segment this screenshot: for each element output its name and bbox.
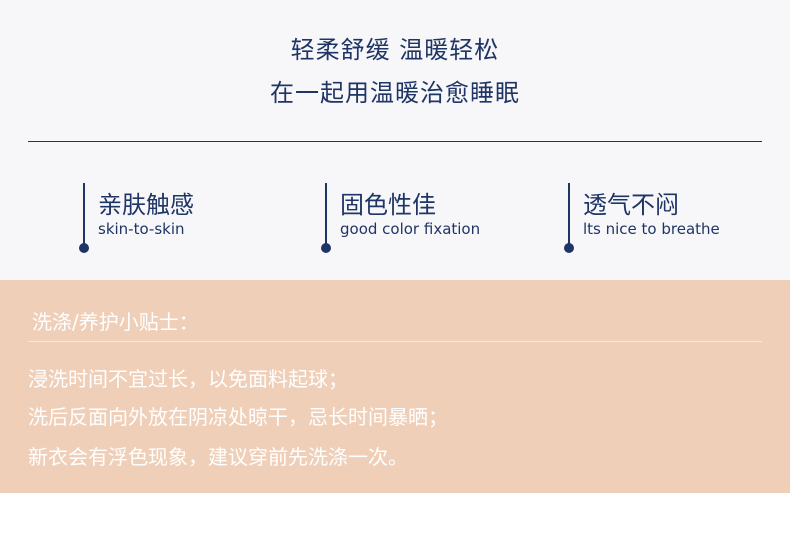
feature-marker-dot xyxy=(321,243,331,253)
care-tips-divider xyxy=(28,341,762,342)
feature-marker-dot xyxy=(79,243,89,253)
feature-section: 轻柔舒缓 温暖轻松 在一起用温暖治愈睡眠 亲肤触感 skin-to-skin 固… xyxy=(28,36,762,253)
feature-subtitle: good color fixation xyxy=(340,220,481,238)
care-tip: 浸洗时间不宜过长，以免面料起球； xyxy=(28,367,348,391)
feature-subtitle: skin-to-skin xyxy=(98,220,185,238)
care-tip: 洗后反面向外放在阴凉处晾干，忌长时间暴晒； xyxy=(28,405,448,429)
feature-marker-line xyxy=(325,183,327,247)
feature-subtitle: lts nice to breathe xyxy=(583,220,720,238)
feature-marker-line xyxy=(83,183,85,247)
feature-title: 亲肤触感 xyxy=(98,191,194,219)
feature-marker-line xyxy=(568,183,570,247)
section-divider xyxy=(28,141,762,142)
care-tip: 新衣会有浮色现象，建议穿前先洗涤一次。 xyxy=(28,445,408,469)
care-tips-section: 洗涤/养护小贴士： 浸洗时间不宜过长，以免面料起球； 洗后反面向外放在阴凉处晾干… xyxy=(0,280,790,493)
headline-line-1: 轻柔舒缓 温暖轻松 xyxy=(290,36,500,64)
feature-marker-dot xyxy=(564,243,574,253)
feature-title: 固色性佳 xyxy=(340,191,436,219)
headline-line-2: 在一起用温暖治愈睡眠 xyxy=(270,79,520,107)
care-tips-title: 洗涤/养护小贴士： xyxy=(32,310,199,334)
feature-title: 透气不闷 xyxy=(583,191,679,219)
